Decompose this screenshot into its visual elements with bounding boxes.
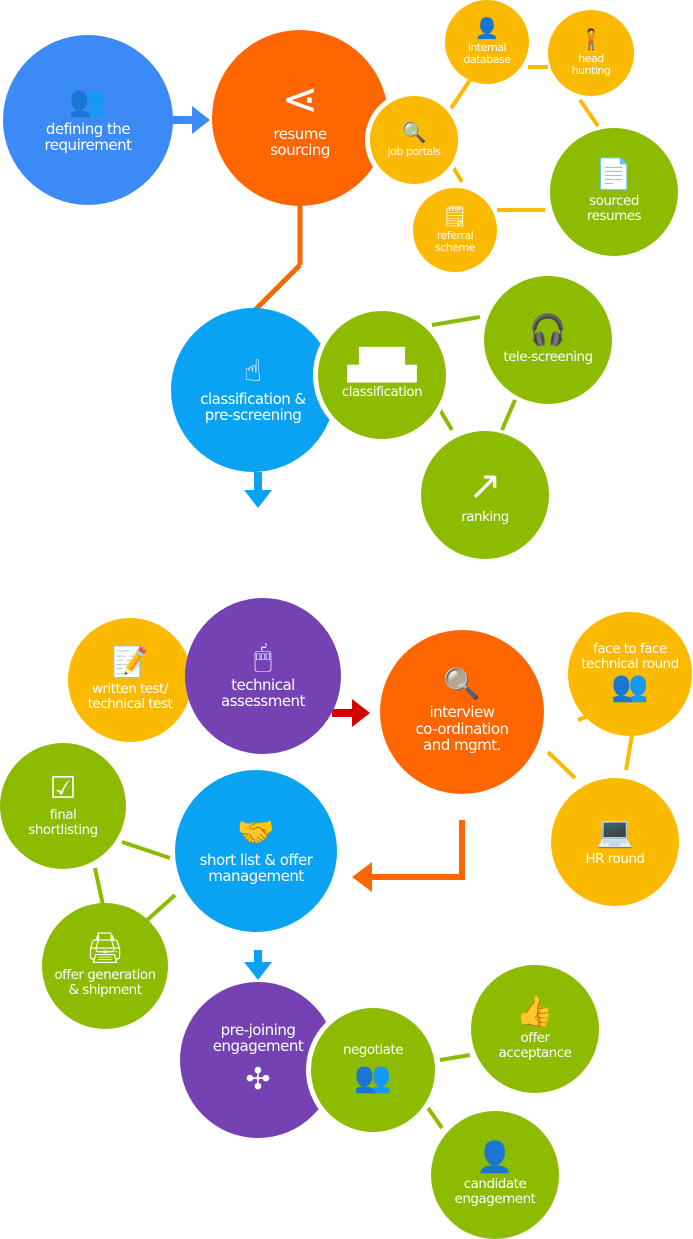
node-tele-screening: 🎧 tele-screening: [484, 276, 612, 404]
node-referral-scheme: 🗒 referral scheme: [413, 188, 497, 272]
node-hr-round: 💻 HR round: [551, 778, 679, 906]
handshake-icon: 🤝: [237, 814, 275, 850]
node-written-test: 📝 written test/ technical test: [63, 613, 197, 747]
node-offer-acceptance: 👍 offer acceptance: [471, 965, 599, 1093]
node-head-hunting: 🧍 head hunting: [548, 10, 634, 96]
connector: [143, 893, 177, 924]
magnifier-people-icon: 🔍: [443, 667, 481, 703]
arrow-right-red: [332, 699, 370, 727]
search-briefcase-icon: 🔍: [401, 119, 427, 144]
node-technical-assessment: 🖱 technical assessment: [185, 598, 341, 754]
connector: [439, 1053, 471, 1062]
checked-document-icon: ☑: [49, 771, 77, 807]
connector: [624, 734, 634, 771]
node-short-list-offer: 🤝 short list & offer management: [175, 770, 337, 932]
node-internal-database: 👤 internal database: [445, 0, 529, 84]
notepad-icon: 🗒: [442, 203, 468, 228]
node-resume-sourcing: ⋖ resume sourcing: [212, 30, 388, 206]
node-negotiate: negotiate 👥: [306, 1003, 440, 1137]
node-face-to-face: face to face technical round 👥: [568, 612, 692, 736]
connector: [438, 408, 454, 432]
arrow-elbow-orange: [352, 820, 465, 892]
desk-person-icon: 💻: [596, 814, 634, 850]
node-candidate-engagement: 👤 candidate engagement: [431, 1111, 559, 1239]
connector: [500, 399, 517, 431]
arrow-down-blue: [244, 472, 272, 508]
arrow-right-blue: [172, 106, 210, 134]
connector: [431, 315, 481, 327]
thumbs-up-icon: 👍: [516, 994, 554, 1030]
node-defining-requirement: 👥 defining the requirement: [3, 35, 173, 205]
arrow-down-sky: [244, 950, 272, 980]
connector: [121, 840, 171, 860]
connector: [448, 78, 472, 112]
meeting-icon: 👥: [611, 668, 649, 704]
podium-icon: ▟█▙: [347, 347, 417, 383]
node-offer-generation: 🖨 offer generation & shipment: [42, 903, 168, 1029]
mouse-document-icon: 🖱: [254, 639, 272, 675]
connector: [426, 1106, 444, 1130]
headset-icon: 🎧: [529, 312, 567, 348]
arrows-in-icon: ✣: [245, 1061, 271, 1097]
connector: [578, 98, 600, 128]
reading-person-icon: 👤: [474, 15, 500, 40]
test-paper-icon: 📝: [111, 645, 149, 681]
trend-up-icon: ↗: [468, 462, 502, 509]
node-job-portals: 🔍 job portals: [365, 91, 463, 189]
negotiation-table-icon: 👥: [354, 1060, 392, 1096]
node-final-shortlisting: ☑ final shortlisting: [0, 743, 126, 869]
node-sourced-resumes: 📄 sourced resumes: [550, 128, 678, 256]
printer-icon: 🖨: [85, 931, 125, 967]
node-classification: ▟█▙ classification: [313, 306, 451, 444]
connector: [253, 263, 302, 312]
touch-icon: ☝: [243, 353, 263, 389]
connector: [546, 750, 577, 780]
team-icon: 👥: [69, 83, 107, 119]
share-icon: ⋖: [281, 73, 319, 125]
node-classification-prescreening: ☝ classification & pre-screening: [171, 308, 335, 472]
network-person-icon: 👤: [476, 1140, 514, 1176]
presenter-icon: 🧍: [578, 26, 604, 51]
documents-icon: 📄: [595, 157, 633, 193]
node-interview-coordination: 🔍 interview co-ordination and mgmt.: [380, 630, 544, 794]
node-ranking: ↗ ranking: [421, 431, 549, 559]
